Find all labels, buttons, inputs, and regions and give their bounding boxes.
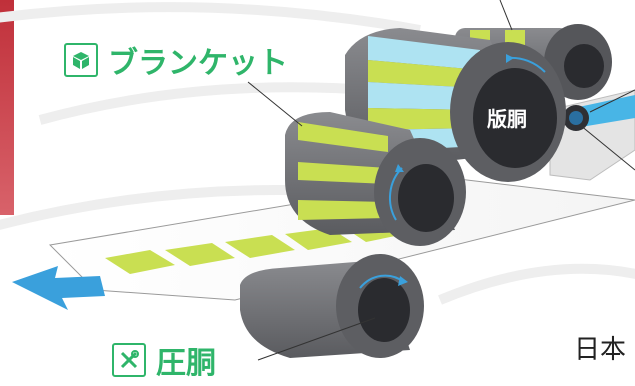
plate-cylinder-label: 版胴 [487,107,527,131]
dampening-unit [549,89,635,181]
tools-icon [112,343,146,377]
impression-cylinder [240,254,424,361]
side-accent-bar [0,0,14,215]
blanket-label-text: ブランケット [108,46,288,81]
impression-label-text: 圧胴 [156,346,216,381]
blanket-label: ブランケット [64,38,288,82]
cube-icon [64,43,98,77]
footer-text: 日本 [574,335,627,365]
paper-direction-arrow [12,266,105,310]
impression-label: 圧胴 [112,338,216,382]
plate-cylinder [345,28,566,182]
blanket-cylinder [247,81,466,246]
